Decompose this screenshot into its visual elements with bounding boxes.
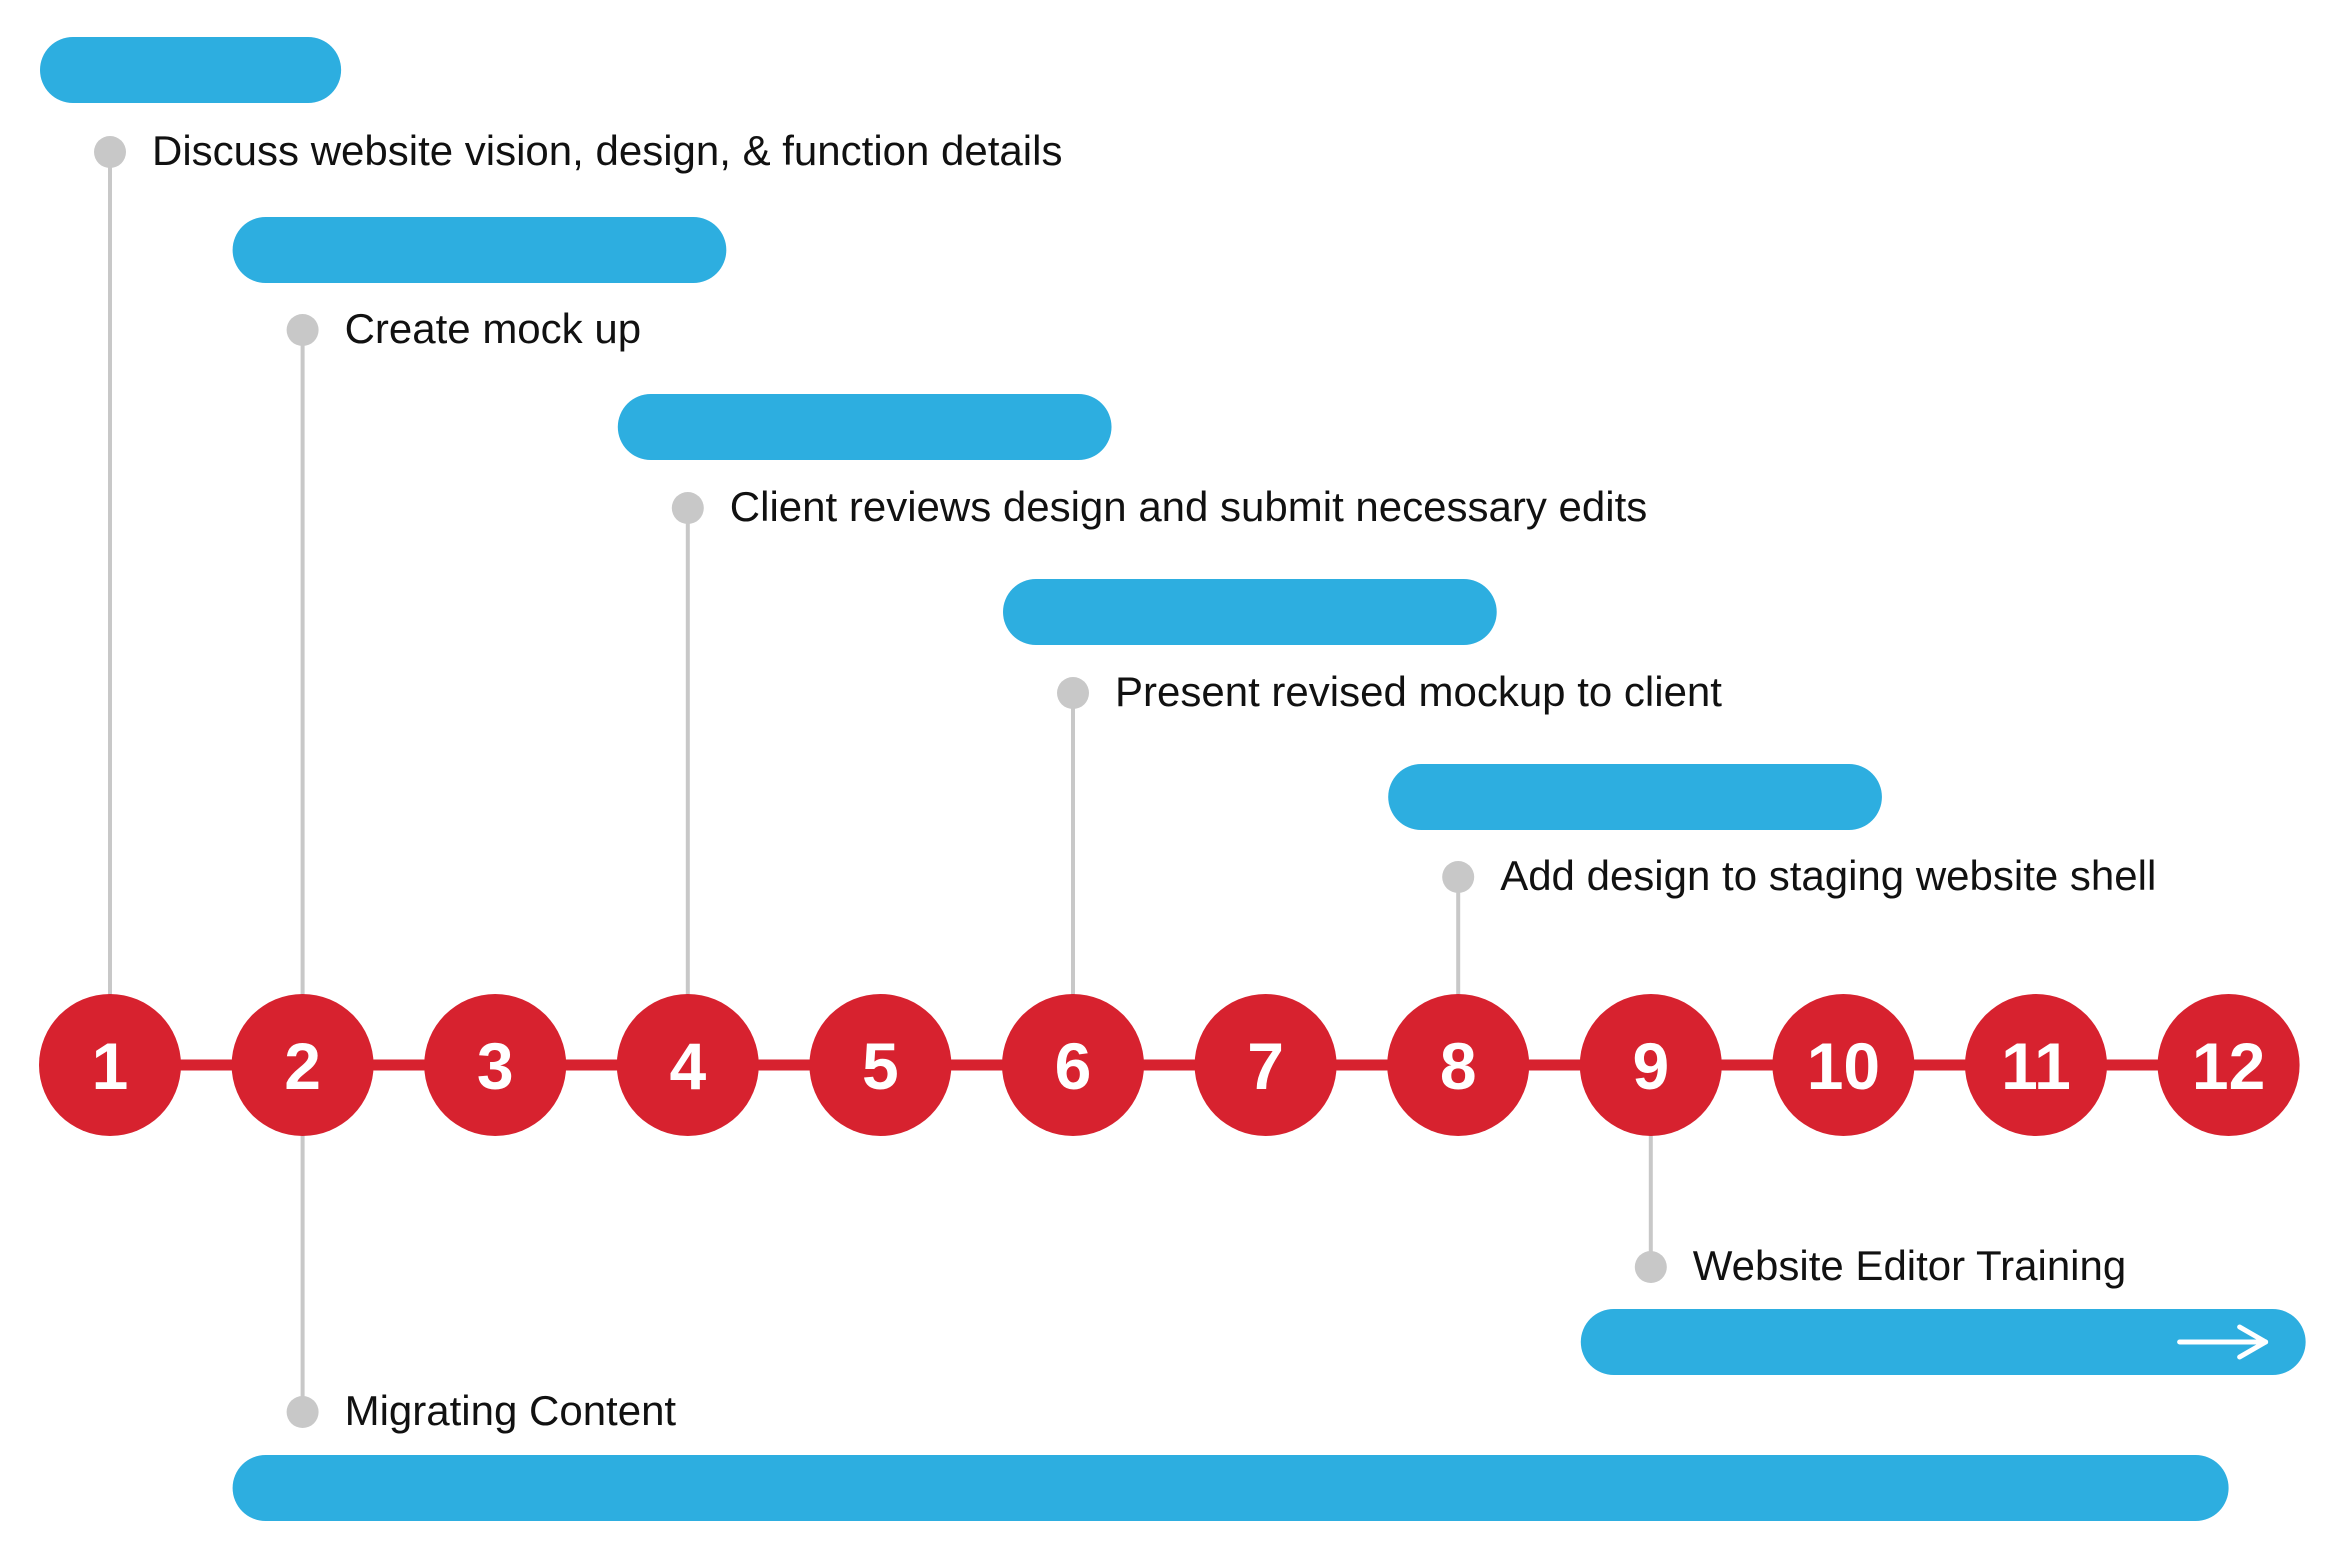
task-bar	[40, 37, 342, 103]
step-circle	[1002, 994, 1144, 1136]
task-bar	[1580, 1309, 2306, 1375]
task-labels: Discuss website vision, design, & functi…	[94, 127, 2156, 1434]
step-circle	[1965, 994, 2107, 1136]
task-label: Present revised mockup to client	[1115, 668, 1722, 715]
task-dot	[671, 492, 704, 524]
task-label: Website Editor Training	[1693, 1242, 2126, 1289]
task-dot	[1057, 677, 1089, 709]
step-circle	[1387, 994, 1530, 1136]
task-bar	[232, 1455, 2229, 1521]
step-number: 1	[92, 1029, 129, 1103]
connector-lines	[108, 152, 1653, 1412]
step-number: 12	[2192, 1029, 2265, 1103]
task-dot	[94, 136, 126, 168]
step-number: 9	[1632, 1029, 1669, 1103]
task-bar	[1003, 579, 1497, 645]
task-bar	[617, 394, 1112, 460]
step-number: 8	[1440, 1029, 1477, 1103]
task-bars	[40, 37, 2306, 1521]
task-bar	[1388, 764, 1882, 830]
step-number: 10	[1807, 1029, 1880, 1103]
task-dot	[1442, 861, 1475, 893]
task-label: Create mock up	[345, 305, 641, 352]
step-circle	[39, 994, 181, 1136]
step-number: 11	[2001, 1029, 2071, 1103]
arrow-icon	[2237, 1324, 2269, 1360]
step-number: 3	[477, 1029, 514, 1103]
step-circle	[1772, 994, 1915, 1136]
task-dot	[1634, 1251, 1667, 1283]
step-circle	[809, 994, 952, 1136]
step-circle	[424, 994, 567, 1136]
step-number: 2	[284, 1029, 321, 1103]
step-number: 5	[862, 1029, 899, 1103]
task-bar	[232, 217, 727, 283]
step-circle	[1194, 994, 1337, 1136]
step-circle	[231, 994, 374, 1136]
task-dot	[286, 314, 319, 346]
step-circle	[1579, 994, 1722, 1136]
task-dot	[286, 1396, 319, 1428]
step-circle	[2157, 994, 2300, 1136]
task-label: Client reviews design and submit necessa…	[730, 483, 1647, 530]
step-number: 6	[1055, 1029, 1092, 1103]
step-circle	[616, 994, 759, 1136]
task-label: Migrating Content	[345, 1387, 677, 1434]
step-number: 4	[669, 1029, 706, 1103]
task-label: Discuss website vision, design, & functi…	[152, 127, 1062, 174]
step-number: 7	[1247, 1029, 1284, 1103]
task-label: Add design to staging website shell	[1500, 852, 2156, 899]
